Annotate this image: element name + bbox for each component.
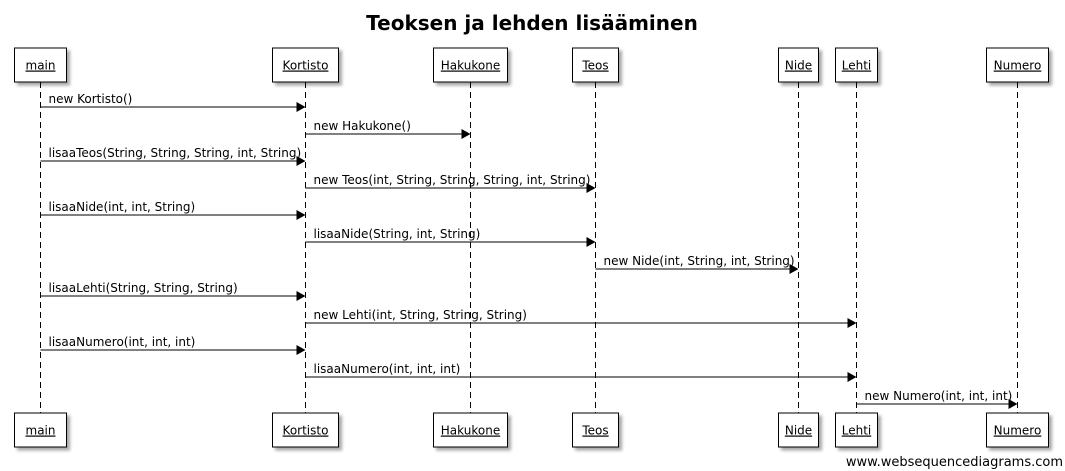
participant-box-rect	[986, 47, 1049, 83]
participant-boxes: mainmainKortistoKortistoHakukoneHakukone…	[14, 47, 1049, 448]
participant-box-rect	[14, 47, 67, 83]
participant-label-nide: Nide	[785, 59, 812, 73]
message-label: lisaaLehti(String, String, String)	[49, 281, 238, 295]
participant-box-rect	[986, 412, 1049, 448]
message-label: lisaaTeos(String, String, String, int, S…	[49, 146, 302, 160]
message-2: lisaaTeos(String, String, String, int, S…	[40, 146, 306, 166]
message-3: new Teos(int, String, String, String, in…	[305, 173, 596, 193]
message-1: new Hakukone()	[305, 119, 471, 139]
participant-box-teos-top: Teos	[572, 47, 619, 83]
participant-box-rect	[778, 412, 819, 448]
message-arrowhead	[296, 291, 306, 301]
message-label: lisaaNumero(int, int, int)	[49, 335, 196, 349]
participant-box-rect	[272, 412, 339, 448]
participant-label-hakukone: Hakukone	[441, 59, 500, 73]
participant-box-teos-bottom: Teos	[572, 412, 619, 448]
participant-box-lehti-top: Lehti	[835, 47, 878, 83]
message-10: lisaaNumero(int, int, int)	[305, 362, 857, 382]
message-9: lisaaNumero(int, int, int)	[40, 335, 306, 355]
message-label: new Hakukone()	[314, 119, 411, 133]
message-label: lisaaNide(String, int, String)	[314, 227, 481, 241]
participant-label-lehti: Lehti	[842, 424, 872, 438]
participant-label-teos: Teos	[581, 424, 608, 438]
participant-label-nide: Nide	[785, 424, 812, 438]
message-label: new Kortisto()	[49, 92, 133, 106]
participant-label-lehti: Lehti	[842, 59, 872, 73]
message-arrowhead	[461, 129, 471, 139]
participant-label-kortisto: Kortisto	[283, 59, 329, 73]
participant-box-kortisto-top: Kortisto	[272, 47, 339, 83]
diagram-title: Teoksen ja lehden lisääminen	[366, 11, 698, 35]
messages: new Kortisto() new Hakukone() lisaaTeos(St…	[40, 92, 1018, 409]
message-arrowhead	[296, 102, 306, 112]
message-arrowhead	[847, 372, 857, 382]
message-11: new Numero(int, int, int)	[856, 389, 1018, 409]
participant-label-numero: Numero	[994, 59, 1042, 73]
participant-label-teos: Teos	[581, 59, 608, 73]
message-label: new Lehti(int, String, String, String)	[314, 308, 527, 322]
participant-label-kortisto: Kortisto	[283, 424, 329, 438]
participant-box-main-bottom: main	[14, 412, 67, 448]
message-arrowhead	[789, 264, 799, 274]
participant-label-main: main	[26, 424, 56, 438]
lifelines	[40, 82, 1018, 413]
participant-label-hakukone: Hakukone	[441, 424, 500, 438]
message-arrowhead	[586, 183, 596, 193]
participant-label-numero: Numero	[994, 424, 1042, 438]
participant-box-lehti-bottom: Lehti	[835, 412, 878, 448]
message-8: new Lehti(int, String, String, String)	[305, 308, 857, 328]
message-4: lisaaNide(int, int, String)	[40, 200, 306, 220]
message-arrowhead	[296, 345, 306, 355]
participant-box-rect	[835, 47, 878, 83]
participant-box-rect	[572, 412, 619, 448]
participant-box-nide-bottom: Nide	[778, 412, 819, 448]
message-7: lisaaLehti(String, String, String)	[40, 281, 306, 301]
participant-box-rect	[572, 47, 619, 83]
participant-box-main-top: main	[14, 47, 67, 83]
participant-box-rect	[433, 412, 508, 448]
participant-box-kortisto-bottom: Kortisto	[272, 412, 339, 448]
message-label: lisaaNumero(int, int, int)	[314, 362, 461, 376]
message-arrowhead	[1008, 399, 1018, 409]
participant-box-nide-top: Nide	[778, 47, 819, 83]
message-label: new Nide(int, String, int, String)	[604, 254, 795, 268]
participant-box-hakukone-bottom: Hakukone	[433, 412, 508, 448]
participant-box-rect	[14, 412, 67, 448]
message-5: lisaaNide(String, int, String)	[305, 227, 596, 247]
participant-box-rect	[835, 412, 878, 448]
message-6: new Nide(int, String, int, String)	[595, 254, 799, 274]
message-arrowhead	[296, 156, 306, 166]
participant-box-rect	[778, 47, 819, 83]
watermark-text: www.websequencediagrams.com	[845, 455, 1063, 470]
message-0: new Kortisto()	[40, 92, 306, 112]
participant-box-numero-top: Numero	[986, 47, 1049, 83]
message-label: new Numero(int, int, int)	[865, 389, 1013, 403]
message-arrowhead	[296, 210, 306, 220]
message-arrowhead	[847, 318, 857, 328]
message-label: new Teos(int, String, String, String, in…	[314, 173, 591, 187]
participant-box-hakukone-top: Hakukone	[433, 47, 508, 83]
participant-box-numero-bottom: Numero	[986, 412, 1049, 448]
message-label: lisaaNide(int, int, String)	[49, 200, 196, 214]
participant-label-main: main	[26, 59, 56, 73]
participant-box-rect	[272, 47, 339, 83]
participant-box-rect	[433, 47, 508, 83]
message-arrowhead	[586, 237, 596, 247]
